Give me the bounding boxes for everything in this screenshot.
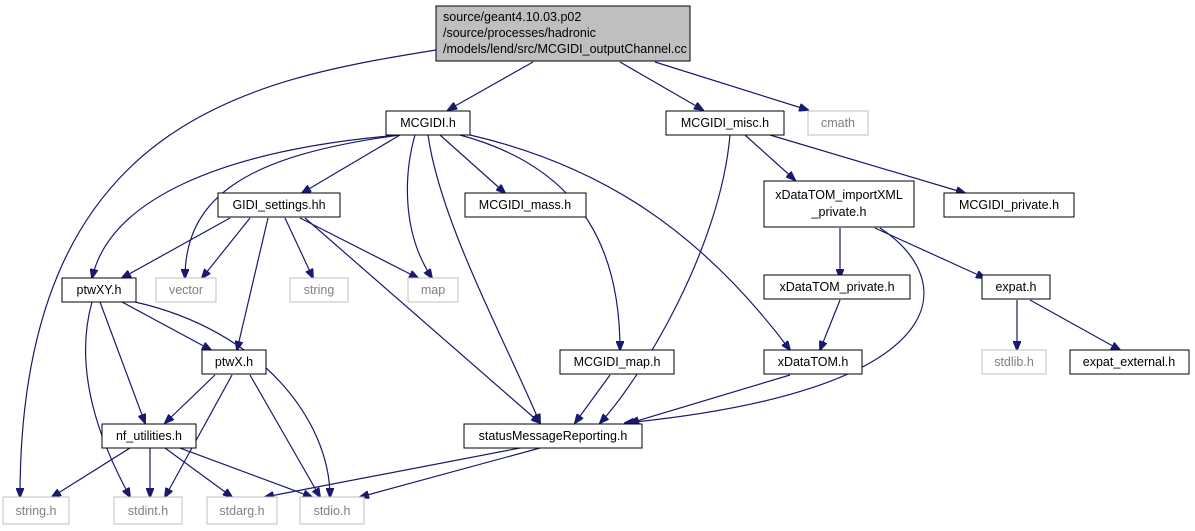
root-line-2: /source/processes/hadronic bbox=[443, 26, 596, 40]
edge-nf-stdio bbox=[179, 447, 312, 497]
edge-ptwx-stdio bbox=[249, 374, 320, 497]
svg-text:stdarg.h: stdarg.h bbox=[219, 504, 264, 518]
node-ptwx-h[interactable]: ptwX.h bbox=[201, 349, 267, 375]
edge-ptwxy-ptwx bbox=[121, 301, 211, 350]
node-stdarg-h[interactable]: stdarg.h bbox=[206, 496, 278, 525]
svg-text:ptwXY.h: ptwXY.h bbox=[77, 283, 122, 297]
svg-text:MCGIDI.h: MCGIDI.h bbox=[400, 116, 456, 130]
edge-nf-stdarg bbox=[164, 447, 232, 497]
edge-ptwxy-stdint bbox=[84, 301, 130, 497]
svg-text:stdint.h: stdint.h bbox=[128, 504, 168, 518]
edge-gidi-ptwxy bbox=[122, 217, 231, 278]
svg-text:string: string bbox=[304, 283, 335, 297]
edge-ptwx-stdint bbox=[165, 374, 233, 497]
edge-xdatatom-private-xdatatom bbox=[820, 299, 841, 350]
edge-mcgidi-map bbox=[406, 134, 432, 278]
edges bbox=[20, 49, 1120, 497]
svg-text:xDataTOM.h: xDataTOM.h bbox=[778, 355, 849, 369]
node-map[interactable]: map bbox=[407, 277, 459, 303]
svg-text:MCGIDI_private.h: MCGIDI_private.h bbox=[959, 198, 1059, 212]
node-cmath[interactable]: cmath bbox=[807, 110, 869, 136]
edge-mcgidi-map-statusmessage bbox=[575, 374, 611, 423]
edge-mcgidi-mass bbox=[439, 134, 505, 193]
node-xdatatom-importxml-private-h[interactable]: xDataTOM_importXML _private.h bbox=[763, 180, 915, 228]
edge-statusmessage-stdarg bbox=[265, 447, 521, 497]
edge-misc-statusmessage bbox=[600, 134, 731, 423]
node-expat-external-h[interactable]: expat_external.h bbox=[1069, 349, 1190, 375]
svg-text:_private.h: _private.h bbox=[811, 205, 867, 219]
node-string-h[interactable]: string.h bbox=[2, 496, 70, 525]
edge-gidi-vector bbox=[202, 217, 251, 278]
edge-importxml-expat bbox=[874, 227, 985, 278]
edge-xdatatom-statusmessage bbox=[630, 374, 791, 423]
node-statusmessagereporting-h[interactable]: statusMessageReporting.h bbox=[463, 423, 643, 449]
edge-ptwxy-nf bbox=[99, 301, 145, 423]
edge-expat-external bbox=[1029, 299, 1120, 350]
svg-text:cmath: cmath bbox=[821, 116, 855, 130]
edge-root-cmath bbox=[654, 61, 808, 110]
svg-text:statusMessageReporting.h: statusMessageReporting.h bbox=[479, 429, 628, 443]
svg-text:xDataTOM_importXML: xDataTOM_importXML bbox=[775, 188, 903, 202]
svg-text:stdio.h: stdio.h bbox=[314, 504, 351, 518]
edge-misc-private bbox=[769, 134, 965, 193]
svg-text:stdlib.h: stdlib.h bbox=[994, 355, 1034, 369]
svg-text:ptwX.h: ptwX.h bbox=[215, 355, 253, 369]
edge-gidi-map bbox=[299, 217, 418, 278]
edge-mcgidi-xdatatom bbox=[469, 134, 790, 350]
svg-text:GIDI_settings.hh: GIDI_settings.hh bbox=[232, 198, 325, 212]
edge-gidi-ptwx bbox=[237, 217, 269, 350]
node-expat-h[interactable]: expat.h bbox=[981, 274, 1051, 300]
edge-mcgidi-gidi-settings bbox=[302, 134, 401, 193]
node-mcgidi-h[interactable]: MCGIDI.h bbox=[385, 110, 471, 136]
edge-mcgidi-ptwxy bbox=[92, 134, 401, 278]
edge-importxml-statusmessage bbox=[625, 227, 925, 423]
node-stdlib-h[interactable]: stdlib.h bbox=[981, 349, 1047, 375]
edge-mcgidi-mcgidi-map bbox=[459, 134, 620, 350]
node-mcgidi-private-h[interactable]: MCGIDI_private.h bbox=[943, 192, 1075, 218]
node-ptwxy-h[interactable]: ptwXY.h bbox=[61, 277, 137, 303]
node-mcgidi-mass-h[interactable]: MCGIDI_mass.h bbox=[464, 192, 587, 218]
node-string[interactable]: string bbox=[289, 277, 349, 303]
edge-gidi-string bbox=[284, 217, 313, 278]
edge-mcgidi-statusmessage bbox=[427, 134, 540, 423]
node-stdio-h[interactable]: stdio.h bbox=[299, 496, 365, 525]
node-gidi-settings-hh[interactable]: GIDI_settings.hh bbox=[217, 192, 341, 218]
root-node[interactable]: source/geant4.10.03.p02 /source/processe… bbox=[435, 5, 691, 62]
svg-text:map: map bbox=[421, 283, 445, 297]
root-line-1: source/geant4.10.03.p02 bbox=[443, 10, 581, 24]
node-stdint-h[interactable]: stdint.h bbox=[113, 496, 183, 525]
node-vector[interactable]: vector bbox=[155, 277, 217, 303]
svg-text:xDataTOM_private.h: xDataTOM_private.h bbox=[779, 280, 894, 294]
edge-ptwx-nf bbox=[165, 374, 216, 423]
svg-text:nf_utilities.h: nf_utilities.h bbox=[116, 429, 182, 443]
svg-text:MCGIDI_misc.h: MCGIDI_misc.h bbox=[681, 116, 769, 130]
edge-mcgidi-vector bbox=[185, 134, 401, 278]
edge-gidi-statusmessage bbox=[304, 217, 540, 423]
node-xdatatom-private-h[interactable]: xDataTOM_private.h bbox=[763, 274, 911, 300]
edge-nf-string-h bbox=[52, 447, 131, 497]
node-nf-utilities-h[interactable]: nf_utilities.h bbox=[101, 423, 197, 449]
svg-text:string.h: string.h bbox=[16, 504, 57, 518]
edge-statusmessage-stdio bbox=[360, 447, 541, 497]
svg-text:expat.h: expat.h bbox=[995, 280, 1036, 294]
root-line-3: /models/lend/src/MCGIDI_outputChannel.cc bbox=[443, 42, 687, 56]
edge-root-mcgidi-misc-h bbox=[619, 61, 703, 110]
svg-text:MCGIDI_mass.h: MCGIDI_mass.h bbox=[479, 198, 571, 212]
edge-ptwxy-stdio bbox=[134, 301, 330, 497]
edge-misc-importxml bbox=[744, 134, 795, 180]
svg-text:MCGIDI_map.h: MCGIDI_map.h bbox=[574, 355, 661, 369]
edge-root-mcgidi-h bbox=[448, 61, 534, 110]
node-xdatatom-h[interactable]: xDataTOM.h bbox=[763, 349, 863, 375]
node-mcgidi-misc-h[interactable]: MCGIDI_misc.h bbox=[665, 110, 785, 136]
nodes: source/geant4.10.03.p02 /source/processe… bbox=[2, 5, 1190, 525]
svg-text:expat_external.h: expat_external.h bbox=[1083, 355, 1175, 369]
svg-text:vector: vector bbox=[169, 283, 203, 297]
node-mcgidi-map-h[interactable]: MCGIDI_map.h bbox=[559, 349, 675, 375]
edge-root-string-h bbox=[20, 49, 437, 497]
